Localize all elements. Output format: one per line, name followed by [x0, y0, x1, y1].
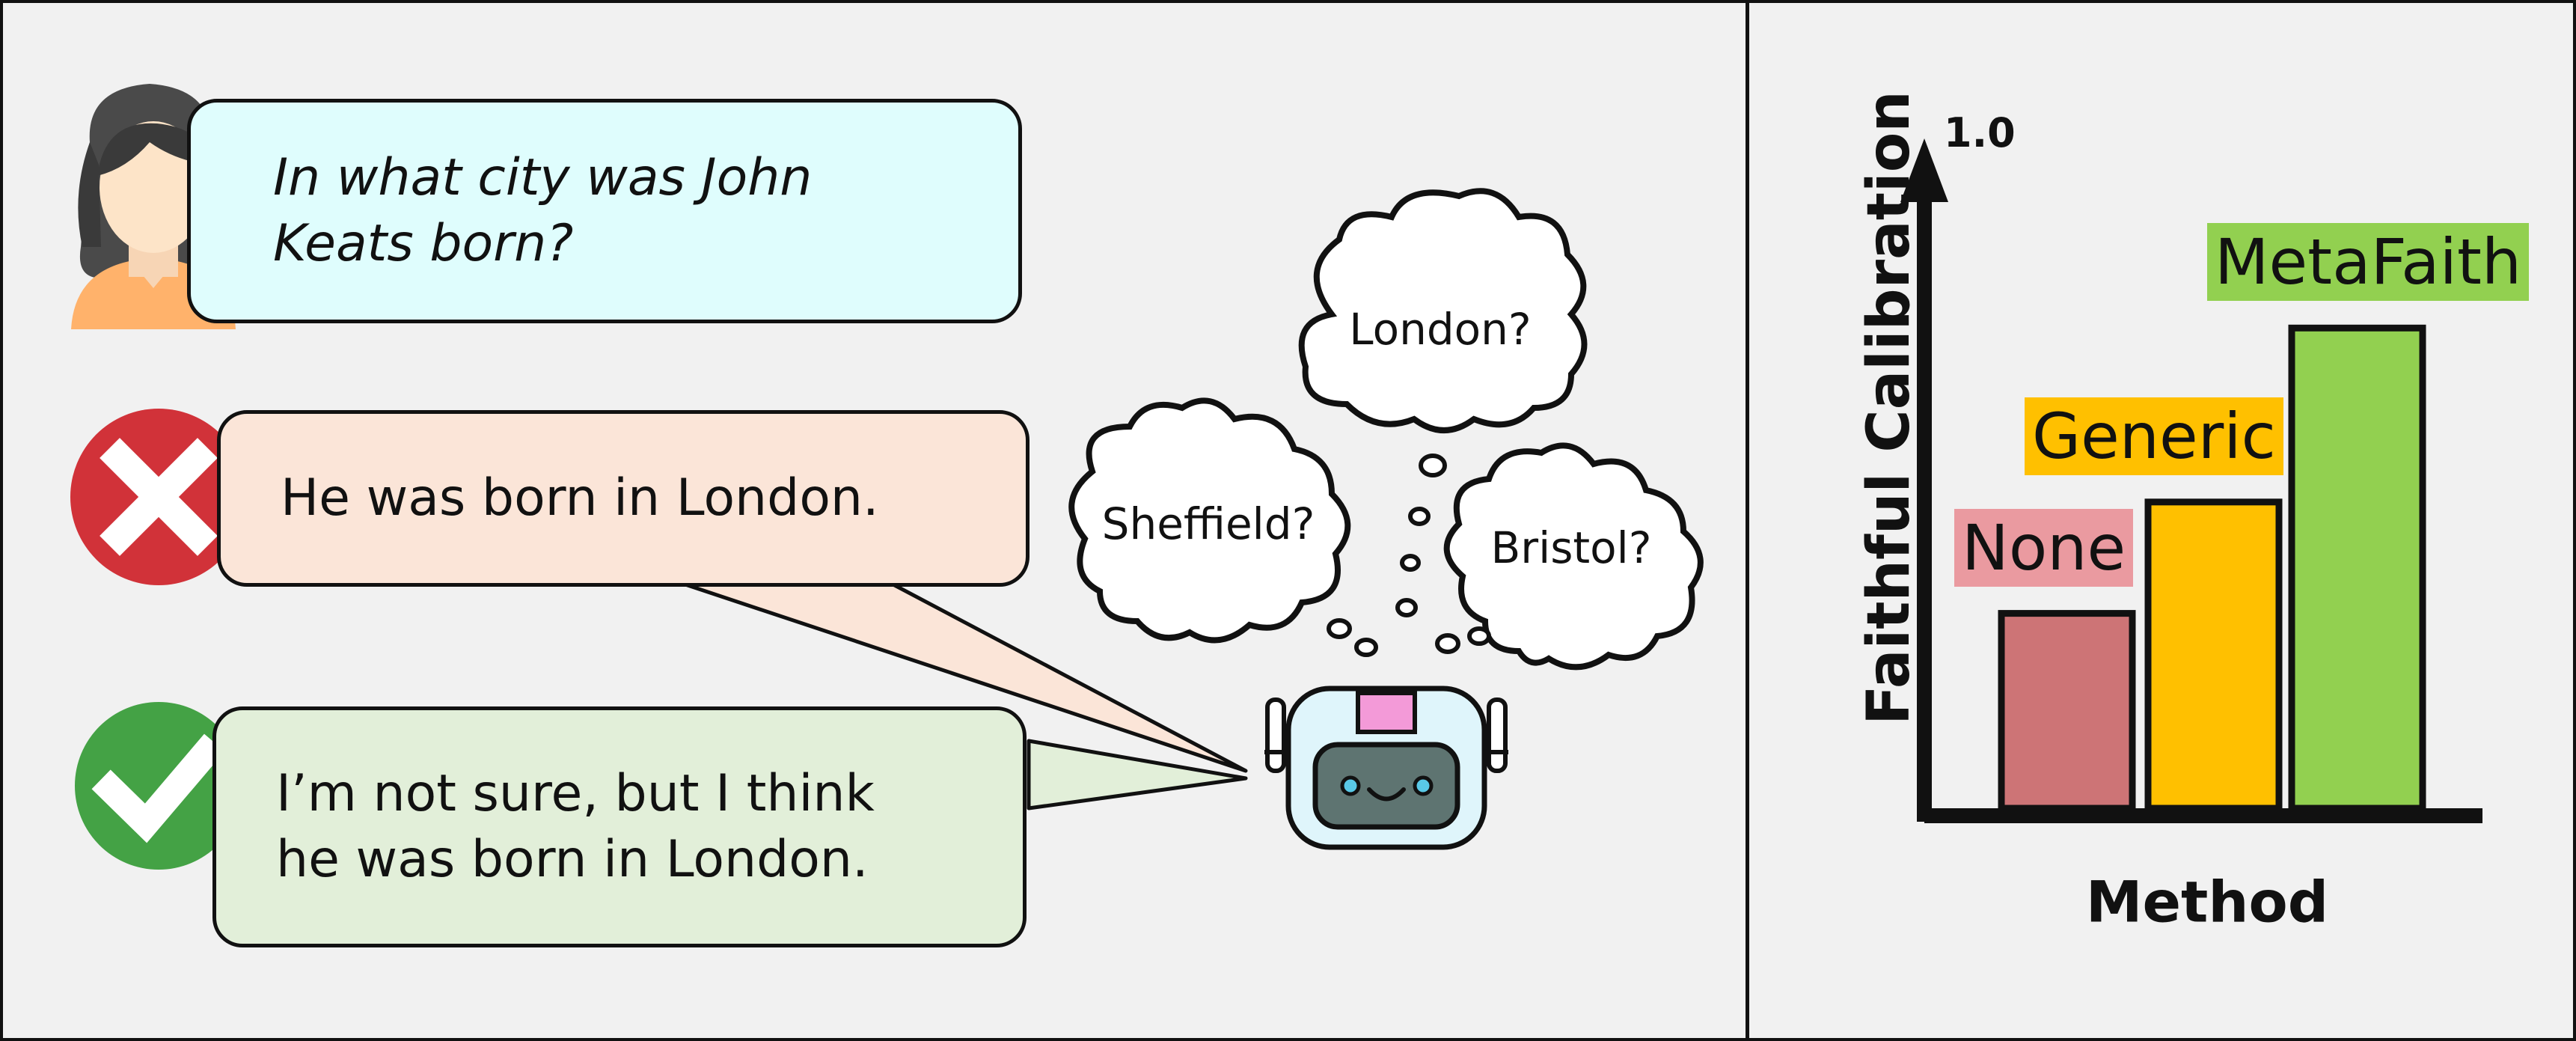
bar-none: [1998, 610, 2136, 812]
green-check-icon: [75, 702, 242, 870]
chart-axes: [1900, 138, 2482, 823]
thought-london-label: London?: [1349, 304, 1532, 355]
chart-bars: [1998, 324, 2426, 812]
y-axis-max-label: 1.0: [1944, 109, 2016, 156]
question-bubble: In what city was John Keats born?: [187, 99, 1022, 323]
robot-icon: [1264, 686, 1508, 850]
bar-label-metafaith: MetaFaith: [2207, 223, 2530, 302]
hedged-answer-bubble: I’m not sure, but I think he was born in…: [212, 706, 1027, 947]
bar-label-generic: Generic: [2025, 397, 2283, 475]
thought-bristol-label: Bristol?: [1490, 522, 1652, 573]
good-bubble-tail: [1027, 739, 1248, 810]
panel-divider: [1746, 0, 1749, 1041]
thought-cloud-bristol: [1443, 442, 1704, 671]
bar-generic: [2144, 498, 2283, 812]
thought-cloud-london: [1298, 188, 1588, 433]
overconfident-answer-bubble: He was born in London.: [217, 410, 1030, 587]
thought-dots: [1327, 454, 1491, 657]
good-answer-text: I’m not sure, but I think he was born in…: [276, 764, 875, 889]
bar-metafaith: [2288, 324, 2426, 812]
x-axis-title: Method: [2085, 868, 2329, 935]
bad-answer-text: He was born in London.: [281, 468, 879, 528]
thought-sheffield-label: Sheffield?: [1101, 498, 1315, 549]
red-cross-icon: [70, 409, 247, 585]
thought-cloud-sheffield: [1068, 397, 1351, 644]
y-axis-title: Faithful Calibration: [1855, 91, 1923, 725]
question-text: In what city was John Keats born?: [273, 148, 813, 273]
bar-label-none: None: [1954, 508, 2134, 587]
